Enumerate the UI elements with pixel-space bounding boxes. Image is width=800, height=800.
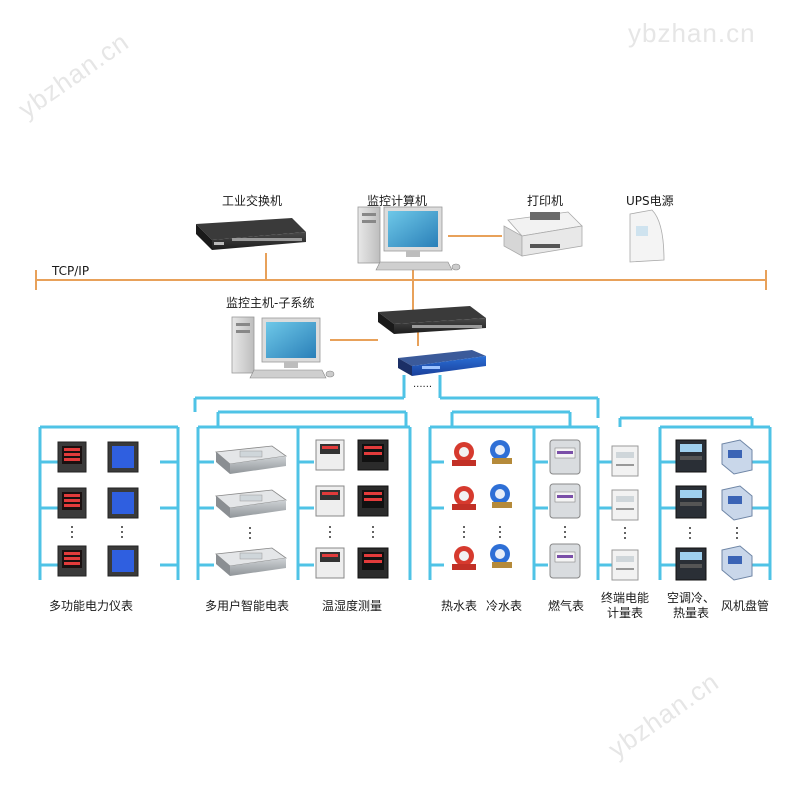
subsystem-switch xyxy=(378,306,486,334)
heat-meter-3 xyxy=(675,547,707,581)
gas-meter-2 xyxy=(549,483,581,519)
heat-meter-1 xyxy=(675,439,707,473)
power-meters xyxy=(57,441,139,577)
server-ellipsis: ...... xyxy=(413,379,433,390)
power-meter-red-3 xyxy=(57,545,87,577)
subsystem-host-computer xyxy=(231,316,335,379)
din-meter-1 xyxy=(611,445,639,477)
multi-user-meter-2 xyxy=(215,489,288,518)
cold-water-label: 冷水表 xyxy=(486,599,523,613)
tcpip-bus xyxy=(35,235,767,346)
watermark-top-right: ybzhan.cn xyxy=(628,18,756,48)
th-sensor-3 xyxy=(315,547,389,579)
fan-coil-3 xyxy=(721,545,753,581)
fan-coil-units xyxy=(721,439,753,581)
multi-user-meter-label: 多用户智能电表 xyxy=(205,599,290,613)
ups-label: UPS电源 xyxy=(626,194,674,208)
din-meter-2 xyxy=(611,489,639,521)
field-bus-lines xyxy=(38,375,772,580)
multi-user-meter-3 xyxy=(215,547,288,576)
printer-device xyxy=(503,211,583,257)
hot-water-label: 热水表 xyxy=(441,599,478,613)
cold-water-meter-2 xyxy=(490,484,512,508)
multi-user-meter-1 xyxy=(215,445,288,474)
power-meter-red-1 xyxy=(57,441,87,473)
th-sensor-1 xyxy=(315,439,389,471)
gas-meter-3 xyxy=(549,543,581,579)
ac-heat-label-line2: 热量表 xyxy=(673,606,710,620)
cold-water-meter-3 xyxy=(490,544,512,568)
power-meter-label: 多功能电力仪表 xyxy=(49,599,134,613)
switch-label: 工业交换机 xyxy=(222,194,283,208)
subsystem-host-label: 监控主机-子系统 xyxy=(226,296,315,310)
terminal-energy-meters xyxy=(611,445,639,581)
hot-water-meter-1 xyxy=(452,442,476,466)
power-meter-blue-2 xyxy=(107,487,139,519)
fan-coil-label: 风机盘管 xyxy=(721,599,770,613)
temp-humidity-sensors xyxy=(315,439,389,579)
ups-device xyxy=(629,209,665,263)
gas-meter-label: 燃气表 xyxy=(548,599,585,613)
power-meter-red-2 xyxy=(57,487,87,519)
terminal-meter-label-line2: 计量表 xyxy=(607,606,644,620)
gas-meter-1 xyxy=(549,439,581,475)
heat-meter-2 xyxy=(675,485,707,519)
power-meter-blue-3 xyxy=(107,545,139,577)
multi-user-meters xyxy=(215,445,288,576)
printer-label: 打印机 xyxy=(527,194,564,208)
hot-water-meter-3 xyxy=(452,546,476,570)
ac-heat-label-line1: 空调冷、 xyxy=(667,591,716,605)
terminal-meter-label-line1: 终端电能 xyxy=(601,591,650,605)
gas-meters xyxy=(549,439,581,579)
water-meters xyxy=(452,440,512,570)
hot-water-meter-2 xyxy=(452,486,476,510)
cold-water-meter-1 xyxy=(490,440,512,464)
ac-heat-meters xyxy=(675,439,707,581)
fan-coil-2 xyxy=(721,485,753,521)
th-sensor-2 xyxy=(315,485,389,517)
monitor-computer xyxy=(357,206,461,271)
temp-humidity-label: 温湿度测量 xyxy=(322,599,383,613)
tcpip-label: TCP/IP xyxy=(52,264,90,278)
power-meter-blue-1 xyxy=(107,441,139,473)
fan-coil-1 xyxy=(721,439,753,475)
din-meter-3 xyxy=(611,549,639,581)
monitor-pc-label: 监控计算机 xyxy=(367,194,428,208)
serial-server xyxy=(398,350,486,376)
industrial-switch xyxy=(196,218,306,250)
